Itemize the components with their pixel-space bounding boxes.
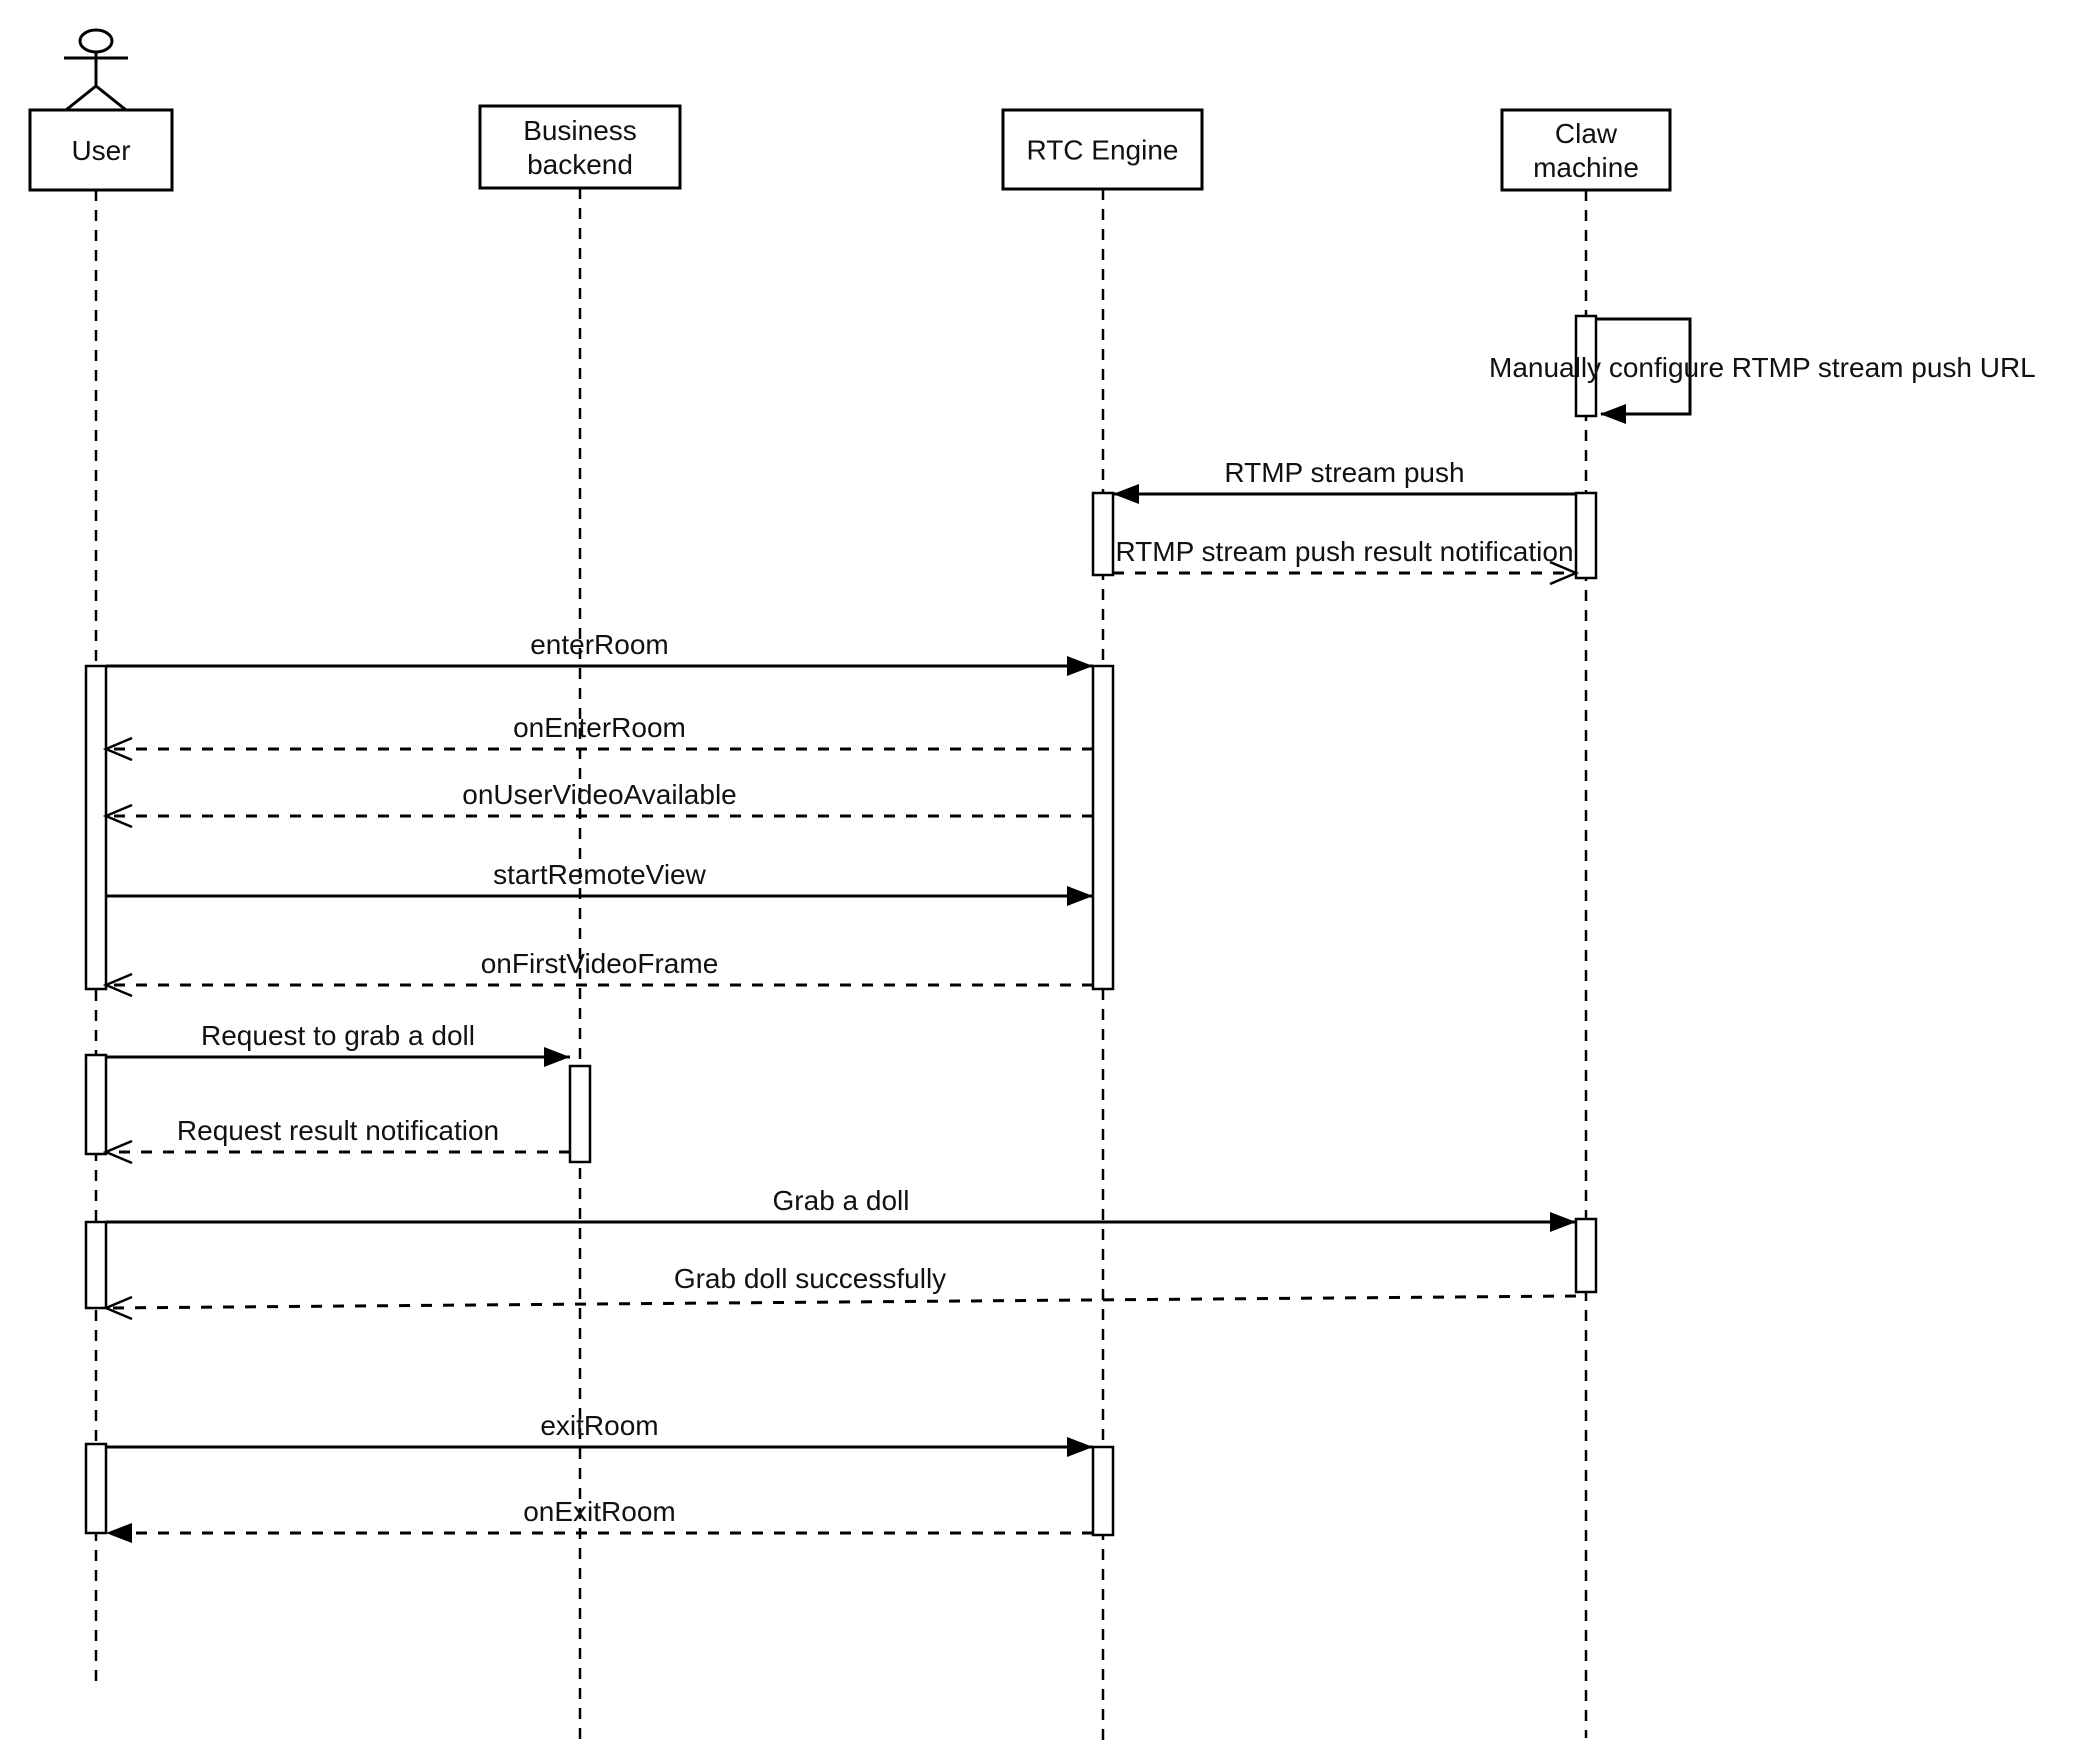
message-label: Grab doll successfully	[674, 1263, 946, 1294]
message-label: Grab a doll	[773, 1185, 910, 1216]
message-grab-a-doll: Grab a doll	[106, 1185, 1576, 1232]
arrowhead-open	[102, 1139, 133, 1165]
message-label: onUserVideoAvailable	[462, 779, 737, 810]
message-label: Manually configure RTMP stream push URL	[1489, 352, 2036, 383]
participant-user: User	[28, 28, 174, 192]
activation-bar-user	[84, 1442, 108, 1535]
message-label: Request result notification	[177, 1115, 499, 1146]
message-rtmp-push-result: RTMP stream push result notification	[1113, 536, 1580, 586]
arrowhead-open	[102, 1295, 133, 1321]
message-exit-room: exitRoom	[106, 1410, 1093, 1457]
activation-bar-rtc-engine	[1091, 1445, 1115, 1537]
arrowhead-filled	[544, 1047, 570, 1067]
message-on-enter-room: onEnterRoom	[102, 712, 1093, 762]
message-label: exitRoom	[540, 1410, 658, 1441]
activation-bar-user	[84, 664, 108, 991]
message-rtmp-stream-push: RTMP stream push	[1113, 457, 1576, 504]
arrowhead-filled	[1067, 1437, 1093, 1457]
arrowhead-open	[102, 736, 133, 762]
messages-layer: Manually configure RTMP stream push URL R…	[102, 317, 2036, 1543]
message-label: enterRoom	[530, 629, 669, 660]
arrowhead-filled	[1113, 484, 1139, 504]
activation-bar-rtc-engine	[1091, 491, 1115, 577]
activations-layer	[84, 314, 1598, 1537]
message-configure-rtmp: Manually configure RTMP stream push URL	[1489, 317, 2036, 424]
arrowhead-open	[102, 803, 133, 829]
activation-bar-business-backend	[568, 1064, 592, 1164]
message-on-exit-room: onExitRoom	[106, 1496, 1093, 1543]
message-line	[105, 1294, 1577, 1310]
message-on-user-video-available: onUserVideoAvailable	[102, 779, 1093, 829]
arrowhead-filled	[1067, 656, 1093, 676]
message-on-first-video-frame: onFirstVideoFrame	[102, 948, 1093, 998]
message-label: RTMP stream push result notification	[1115, 536, 1573, 567]
message-label: onFirstVideoFrame	[481, 948, 719, 979]
participant-rtc-engine: RTC Engine	[1001, 108, 1204, 191]
actor-right-leg	[95, 84, 127, 112]
activation-bar-claw-machine	[1574, 1217, 1598, 1294]
participant-label: RTC Engine	[1026, 135, 1178, 166]
arrowhead-filled	[106, 1523, 132, 1543]
message-label: onExitRoom	[523, 1496, 676, 1527]
arrowhead-open	[102, 972, 133, 998]
arrowhead-open	[1549, 560, 1580, 586]
activation-bar-user	[84, 1220, 108, 1310]
arrowhead-filled	[1550, 1212, 1576, 1232]
participant-box	[28, 108, 174, 192]
participant-label: User	[71, 135, 130, 166]
lifelines-layer	[94, 188, 1588, 1746]
message-grab-doll-success: Grab doll successfully	[102, 1263, 1577, 1321]
participant-box	[1500, 108, 1672, 192]
message-enter-room: enterRoom	[106, 629, 1093, 676]
participant-box	[478, 104, 682, 190]
arrowhead-filled	[1067, 886, 1093, 906]
message-start-remote-view: startRemoteView	[106, 859, 1093, 906]
message-label: Request to grab a doll	[201, 1020, 475, 1051]
message-line	[1596, 317, 1692, 416]
participant-box	[1001, 108, 1204, 191]
arrowhead-filled	[1600, 404, 1626, 424]
message-label: onEnterRoom	[513, 712, 686, 743]
message-request-result: Request result notification	[102, 1115, 570, 1165]
activation-bar-user	[84, 1053, 108, 1156]
message-label: startRemoteView	[493, 859, 706, 890]
activation-bar-claw-machine	[1574, 491, 1598, 580]
actor-head	[78, 28, 114, 54]
actor-icon	[64, 28, 128, 112]
message-label: RTMP stream push	[1224, 457, 1464, 488]
activation-bar-rtc-engine	[1091, 664, 1115, 991]
actor-left-leg	[65, 84, 97, 112]
activation-bar-claw-machine	[1574, 314, 1598, 418]
message-request-grab-doll: Request to grab a doll	[106, 1020, 570, 1067]
